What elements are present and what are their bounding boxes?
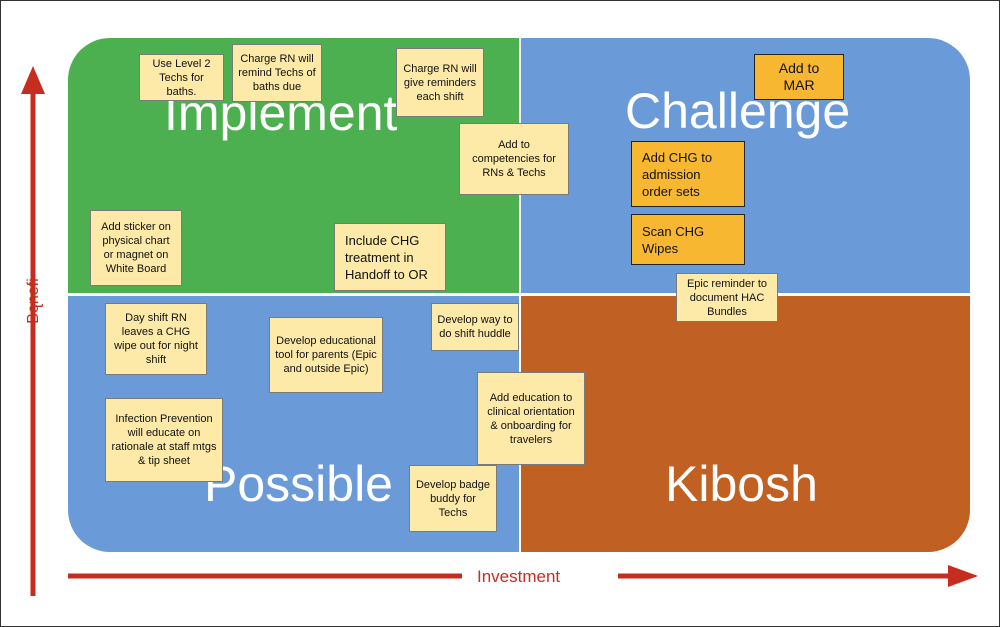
note-day-shift: Day shift RN leaves a CHG wipe out for n… — [105, 303, 207, 375]
note-competencies: Add to competencies for RNs & Techs — [459, 123, 569, 195]
note-infection-prevention: Infection Prevention will educate on rat… — [105, 398, 223, 482]
note-add-mar: Add to MAR — [754, 54, 844, 100]
note-edu-tool: Develop educational tool for parents (Ep… — [269, 317, 383, 393]
note-shift-huddle: Develop way to do shift huddle — [431, 303, 519, 351]
quadrant-kibosh: Kibosh — [521, 296, 970, 552]
quadrant-board: Implement Challenge Possible Kibosh — [68, 38, 970, 552]
note-epic-reminder: Epic reminder to document HAC Bundles — [676, 273, 778, 322]
x-axis-arrowhead — [948, 565, 978, 587]
note-handoff: Include CHG treatment in Handoff to OR — [334, 223, 446, 291]
note-charge-rn-reminders: Charge RN will give reminders each shift — [396, 48, 484, 117]
quadrant-challenge: Challenge — [521, 38, 970, 293]
quadrant-label-kibosh: Kibosh — [665, 456, 818, 512]
note-badge-buddy: Develop badge buddy for Techs — [409, 465, 497, 532]
note-charge-rn-remind: Charge RN will remind Techs of baths due — [232, 44, 322, 102]
y-axis-label: Benefi t — [24, 252, 47, 372]
note-order-sets: Add CHG to admission order sets — [631, 141, 745, 207]
y-axis-label-line2: t — [30, 303, 47, 309]
note-level2-techs: Use Level 2 Techs for baths. — [139, 54, 224, 101]
quadrant-label-possible: Possible — [204, 456, 393, 512]
note-sticker: Add sticker on physical chart or magnet … — [90, 210, 182, 286]
y-axis-arrowhead — [21, 66, 45, 94]
note-clinical-orientation: Add education to clinical orientation & … — [477, 372, 585, 465]
note-scan-wipes: Scan CHG Wipes — [631, 214, 745, 265]
x-axis-label: Investment — [477, 567, 561, 586]
